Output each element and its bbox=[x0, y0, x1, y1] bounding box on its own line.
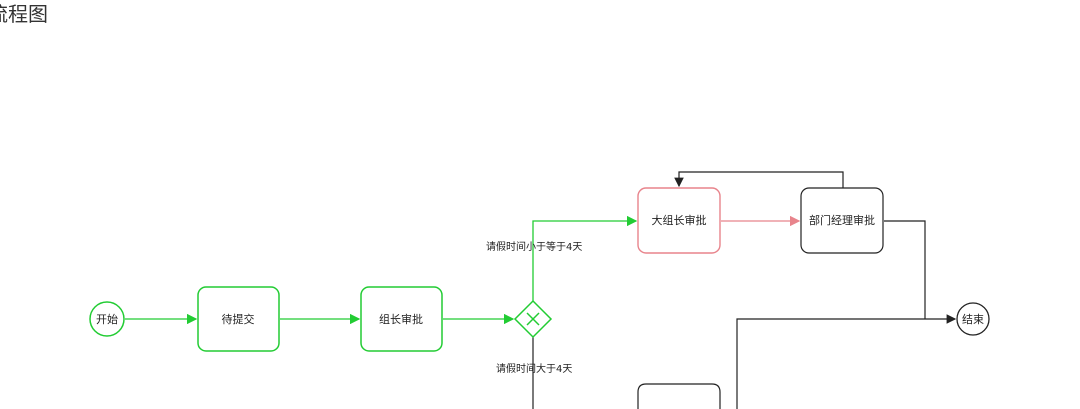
start-event-circle bbox=[89, 301, 125, 337]
task-pending-submit[interactable]: 待提交 bbox=[197, 286, 280, 352]
page-title: 流程图 bbox=[0, 2, 48, 26]
task-dept-manager-approval-label: 部门经理审批 bbox=[809, 213, 875, 227]
task-team-lead-approval[interactable]: 组长审批 bbox=[360, 286, 443, 352]
task-team-lead-approval-label: 组长审批 bbox=[379, 312, 423, 326]
edge-gateway-to-senior-lead bbox=[532, 215, 638, 301]
task-team-lead-approval-box bbox=[360, 286, 443, 352]
edge-lower-to-end bbox=[736, 314, 957, 409]
start-event-label: 开始 bbox=[96, 312, 118, 326]
exclusive-gateway[interactable] bbox=[513, 299, 553, 339]
task-senior-lead-approval-box bbox=[637, 187, 721, 254]
edge-label-leave-le-4-days: 请假时间小于等于4天 bbox=[486, 240, 582, 253]
end-event[interactable]: 结束 bbox=[956, 302, 990, 336]
edge-label-leave-gt-4-days: 请假时间大于4天 bbox=[496, 362, 572, 375]
edge-dept-manager-to-end bbox=[884, 220, 926, 319]
task-pending-submit-label: 待提交 bbox=[222, 312, 255, 326]
end-event-label: 结束 bbox=[962, 313, 984, 326]
gateway-x-mark bbox=[526, 312, 540, 326]
task-dept-manager-approval-box bbox=[800, 187, 884, 254]
task-senior-lead-approval[interactable]: 大组长审批 bbox=[637, 187, 721, 254]
task-senior-lead-approval-label: 大组长审批 bbox=[652, 213, 707, 227]
task-pending-submit-box bbox=[197, 286, 280, 352]
end-event-circle bbox=[956, 302, 990, 336]
start-event[interactable]: 开始 bbox=[89, 301, 125, 337]
task-lower-partial-box bbox=[637, 383, 721, 409]
task-lower-partial[interactable] bbox=[637, 383, 721, 409]
task-dept-manager-approval[interactable]: 部门经理审批 bbox=[800, 187, 884, 254]
edge-dept-manager-back-to-senior-lead bbox=[674, 171, 844, 188]
